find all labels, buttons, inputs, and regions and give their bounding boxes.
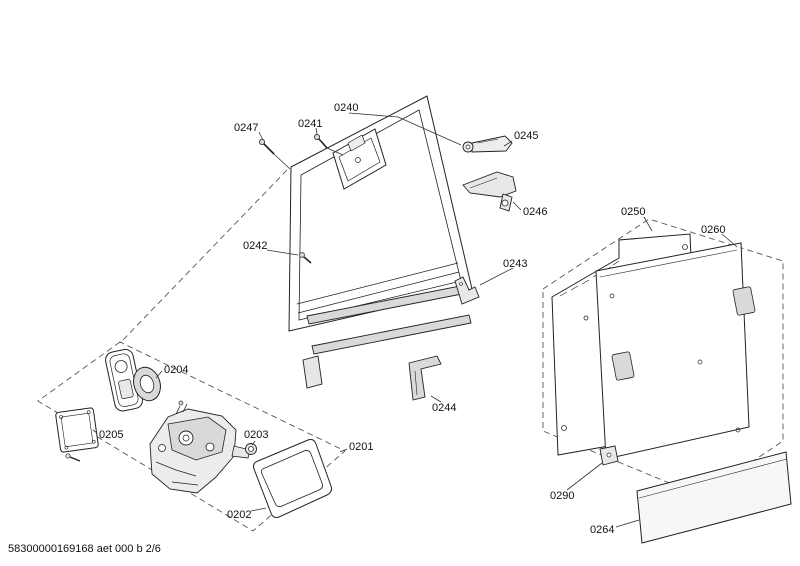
part-label-0247: 0247 [234,122,258,134]
screw-0241 [313,133,328,149]
part-label-0205: 0205 [99,429,123,441]
door-lock-assembly [149,400,251,494]
part-label-0203: 0203 [244,429,268,441]
leader-0203 [251,440,256,446]
support-bracket-0244 [408,355,442,401]
outer-door-panel [595,242,756,460]
bottom-bracket-0290 [599,445,619,466]
leader-0202 [250,507,267,512]
leader-0240 [348,112,462,146]
base-panel-0264 [636,451,792,544]
part-label-0245: 0245 [514,130,538,142]
screw-0242 [299,252,312,264]
leader-0264 [615,519,640,528]
assembly-box-left [37,341,346,532]
part-label-0201: 0201 [349,441,373,453]
hinge-lever-0245 [462,135,513,153]
leader-0246 [512,201,522,211]
screw-under-0205 [65,453,81,462]
clip-bracket-0243 [454,276,480,305]
leader-0260 [721,233,738,248]
part-label-0204: 0204 [164,364,188,376]
leader-0204 [155,370,163,379]
part-label-0264: 0264 [590,524,614,536]
leader-0247-a [258,131,264,141]
part-label-0250: 0250 [621,206,645,218]
leader-lines [92,112,738,528]
part-label-0241: 0241 [298,118,322,130]
leader-0245 [503,140,513,147]
part-label-0242: 0242 [243,240,267,252]
hinge-bracket-0246 [462,171,517,212]
assembly-link-line [121,169,288,342]
part-label-0246: 0246 [523,206,547,218]
leader-0243 [479,267,514,286]
grommet-0203 [245,443,257,455]
leader-0241-a [315,127,318,135]
grommet-0204 [133,366,161,402]
dispenser-cutout [332,128,387,190]
part-label-0202: 0202 [227,509,251,521]
inner-door-panel [288,95,473,332]
leader-0247-b [273,153,291,170]
screw-0247 [258,138,275,155]
leader-0201 [339,448,348,453]
part-label-0240: 0240 [334,102,358,114]
panel-clip-left [611,351,635,381]
part-labels: 0240 0247 0241 0245 0246 0242 0243 0250 … [99,102,725,536]
part-label-0290: 0290 [550,490,574,502]
leader-0205 [92,429,98,434]
window-frame-0202 [253,439,332,518]
leader-0250 [643,216,653,232]
leader-0244 [430,395,442,403]
part-label-0244: 0244 [432,402,456,414]
cover-plate-0205 [55,407,99,453]
leader-0290 [566,462,603,491]
document-code: 58300000169168 aet 000 b 2/6 [8,543,161,555]
panel-clip-right [732,286,756,316]
part-label-0243: 0243 [503,258,527,270]
leader-0242 [266,249,299,256]
part-label-0260: 0260 [701,224,725,236]
leader-0241-b [326,147,344,156]
